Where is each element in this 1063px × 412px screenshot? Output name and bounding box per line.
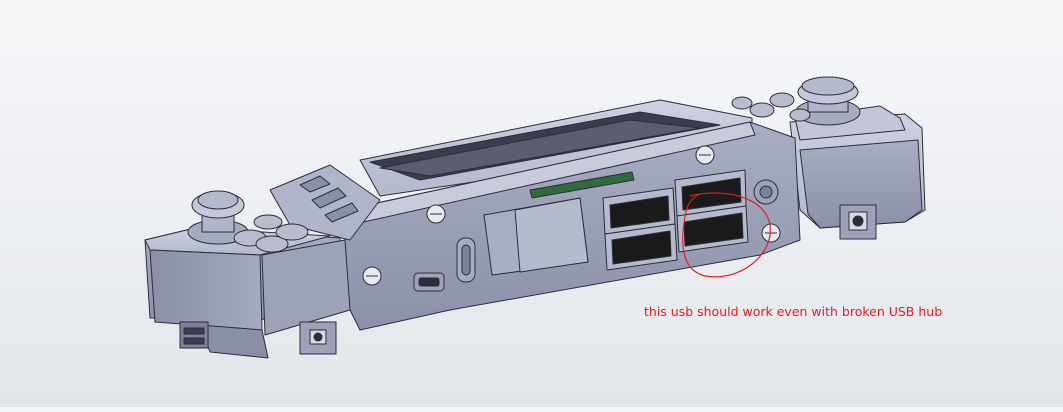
right-button-a: [731, 96, 753, 110]
left-grip: [144, 227, 351, 359]
screw-icon: [761, 223, 781, 243]
pcb-edge: [529, 171, 635, 199]
screen-housing: [359, 99, 753, 197]
annotation-circle: [682, 192, 771, 278]
right-button-c: [769, 92, 795, 108]
usb-port-icon: [676, 205, 749, 253]
right-grip: [789, 105, 926, 229]
left-button-d: [253, 214, 283, 230]
screw-icon: [695, 145, 715, 165]
usb-port-icon: [602, 187, 676, 235]
tactile-switch-icon: [839, 204, 877, 240]
side-connector: [179, 321, 209, 349]
right-button-b: [749, 102, 775, 118]
thumbstick-right-icon: [795, 76, 861, 126]
screw-icon: [426, 204, 446, 224]
thumbstick-left-icon: [187, 190, 249, 245]
micro-usb-port-icon: [413, 272, 445, 292]
screw-icon: [362, 266, 382, 286]
left-button-c: [275, 223, 309, 241]
usb-port-icon: [604, 223, 678, 271]
right-button-d: [789, 108, 811, 122]
left-button-b: [255, 235, 289, 253]
card-slot: [483, 197, 589, 276]
tactile-switch-icon: [299, 321, 337, 355]
annotation-text: this usb should work even with broken US…: [644, 304, 943, 319]
left-shoulder: [269, 164, 381, 241]
